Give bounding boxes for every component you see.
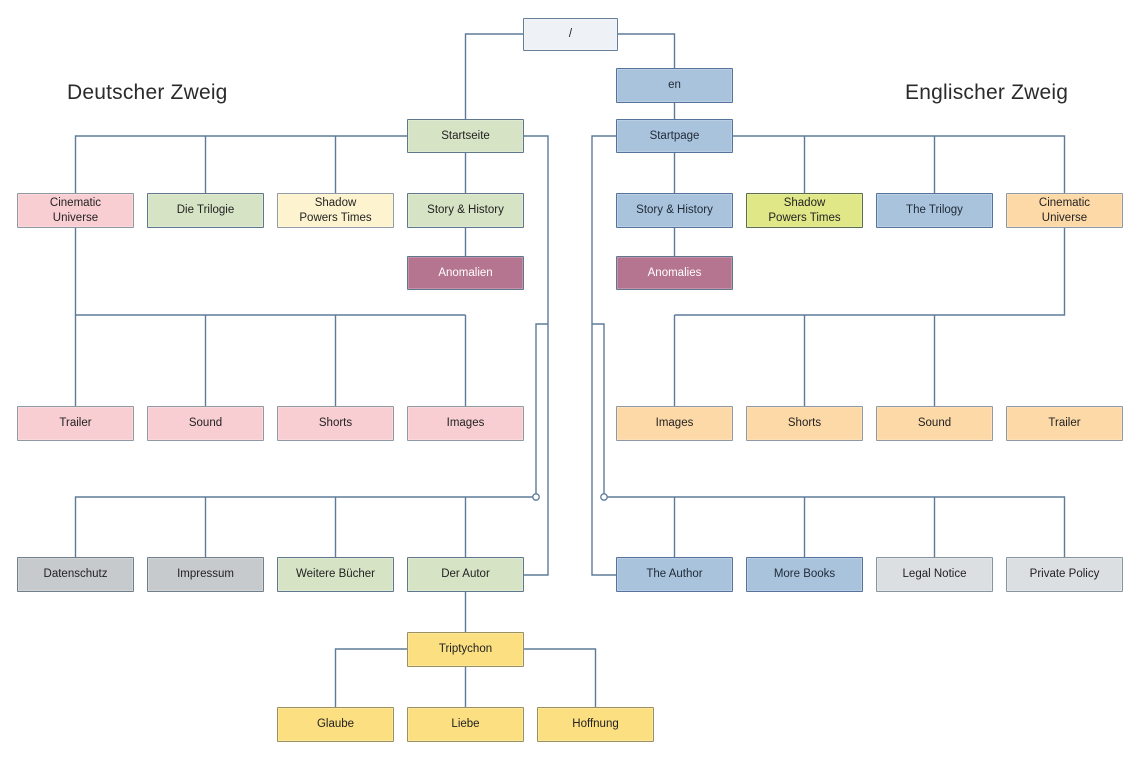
node-startseite[interactable]: Startseite bbox=[407, 119, 524, 153]
node-label: Story & History bbox=[427, 204, 504, 217]
german-branch-header: Deutscher Zweig bbox=[67, 81, 228, 104]
node-more-books[interactable]: More Books bbox=[746, 557, 863, 592]
node-cinematic-universe-en[interactable]: Cinematic Universe bbox=[1006, 193, 1123, 228]
node-anomalien[interactable]: Anomalien bbox=[407, 256, 524, 290]
connector-line bbox=[618, 33, 676, 68]
node-label: Datenschutz bbox=[43, 568, 108, 581]
node-liebe[interactable]: Liebe bbox=[407, 707, 524, 742]
node-label: Sound bbox=[188, 417, 223, 430]
node-startpage[interactable]: Startpage bbox=[616, 119, 733, 153]
node-label: Anomalien bbox=[438, 266, 493, 279]
node-hoffnung[interactable]: Hoffnung bbox=[537, 707, 654, 742]
node-cinematic-universe-de[interactable]: Cinematic Universe bbox=[17, 193, 134, 228]
node-triptychon[interactable]: Triptychon bbox=[407, 632, 524, 667]
node-label: Trailer bbox=[59, 417, 92, 430]
node-label: en bbox=[668, 79, 681, 92]
node-shadow-powers-times-de[interactable]: Shadow Powers Times bbox=[277, 193, 394, 228]
node-label: Cinematic Universe bbox=[49, 197, 102, 224]
connector-line bbox=[74, 496, 536, 557]
node-label: More Books bbox=[773, 568, 836, 581]
node-label: Legal Notice bbox=[902, 568, 967, 581]
node-story-history-de[interactable]: Story & History bbox=[407, 193, 524, 228]
node-label: / bbox=[568, 28, 573, 41]
node-private-policy[interactable]: Private Policy bbox=[1006, 557, 1123, 592]
connector-line bbox=[334, 648, 407, 707]
node-label: Hoffnung bbox=[572, 718, 619, 731]
node-der-autor[interactable]: Der Autor bbox=[407, 557, 524, 592]
connector-line bbox=[592, 323, 605, 494]
node-label: Images bbox=[655, 417, 694, 430]
node-label: Impressum bbox=[177, 568, 234, 581]
node-the-author[interactable]: The Author bbox=[616, 557, 733, 592]
node-label: Startpage bbox=[649, 129, 700, 142]
node-label: Shorts bbox=[787, 417, 822, 430]
connector-line bbox=[535, 323, 548, 494]
connector-line bbox=[604, 496, 1066, 557]
node-label: Private Policy bbox=[1029, 568, 1100, 581]
node-label: The Author bbox=[646, 568, 703, 581]
node-en[interactable]: en bbox=[616, 68, 733, 103]
node-the-trilogy[interactable]: The Trilogy bbox=[876, 193, 993, 228]
node-legal-notice[interactable]: Legal Notice bbox=[876, 557, 993, 592]
node-label: Trailer bbox=[1048, 417, 1081, 430]
node-story-history-en[interactable]: Story & History bbox=[616, 193, 733, 228]
node-label: Sound bbox=[917, 417, 952, 430]
node-glaube[interactable]: Glaube bbox=[277, 707, 394, 742]
english-branch-header: Englischer Zweig bbox=[905, 81, 1069, 104]
node-trailer-de[interactable]: Trailer bbox=[17, 406, 134, 441]
node-datenschutz[interactable]: Datenschutz bbox=[17, 557, 134, 592]
node-sound-en[interactable]: Sound bbox=[876, 406, 993, 441]
node-label: Cinematic Universe bbox=[1038, 197, 1091, 224]
node-label: Anomalies bbox=[647, 266, 702, 279]
connector-line bbox=[524, 648, 597, 707]
node-label: Startseite bbox=[441, 129, 490, 142]
node-label: Shorts bbox=[318, 417, 353, 430]
node-label: The Trilogy bbox=[906, 204, 963, 217]
node-impressum[interactable]: Impressum bbox=[147, 557, 264, 592]
connector-port bbox=[600, 493, 608, 501]
node-weitere-buecher[interactable]: Weitere Bücher bbox=[277, 557, 394, 592]
node-label: Die Trilogie bbox=[176, 204, 235, 217]
node-die-trilogie[interactable]: Die Trilogie bbox=[147, 193, 264, 228]
connector-line bbox=[733, 135, 1066, 193]
connector-line bbox=[674, 228, 1066, 316]
node-shorts-en[interactable]: Shorts bbox=[746, 406, 863, 441]
node-root[interactable]: / bbox=[523, 18, 618, 51]
node-images-de[interactable]: Images bbox=[407, 406, 524, 441]
connector-line bbox=[464, 33, 523, 119]
node-label: Liebe bbox=[451, 718, 480, 731]
node-label: Shadow Powers Times bbox=[299, 197, 372, 224]
connector-line bbox=[524, 135, 549, 576]
node-label: Images bbox=[446, 417, 485, 430]
node-shorts-de[interactable]: Shorts bbox=[277, 406, 394, 441]
node-label: Triptychon bbox=[438, 643, 493, 656]
node-shadow-powers-times-en[interactable]: Shadow Powers Times bbox=[746, 193, 863, 228]
node-sound-de[interactable]: Sound bbox=[147, 406, 264, 441]
node-label: Der Autor bbox=[441, 568, 490, 581]
node-label: Glaube bbox=[316, 718, 355, 731]
node-trailer-en[interactable]: Trailer bbox=[1006, 406, 1123, 441]
node-label: Shadow Powers Times bbox=[768, 197, 841, 224]
node-anomalies[interactable]: Anomalies bbox=[616, 256, 733, 290]
node-images-en[interactable]: Images bbox=[616, 406, 733, 441]
node-label: Story & History bbox=[636, 204, 713, 217]
connector-line bbox=[74, 135, 407, 193]
connector-port bbox=[532, 493, 540, 501]
connector-line bbox=[591, 135, 616, 576]
node-label: Weitere Bücher bbox=[295, 568, 376, 581]
